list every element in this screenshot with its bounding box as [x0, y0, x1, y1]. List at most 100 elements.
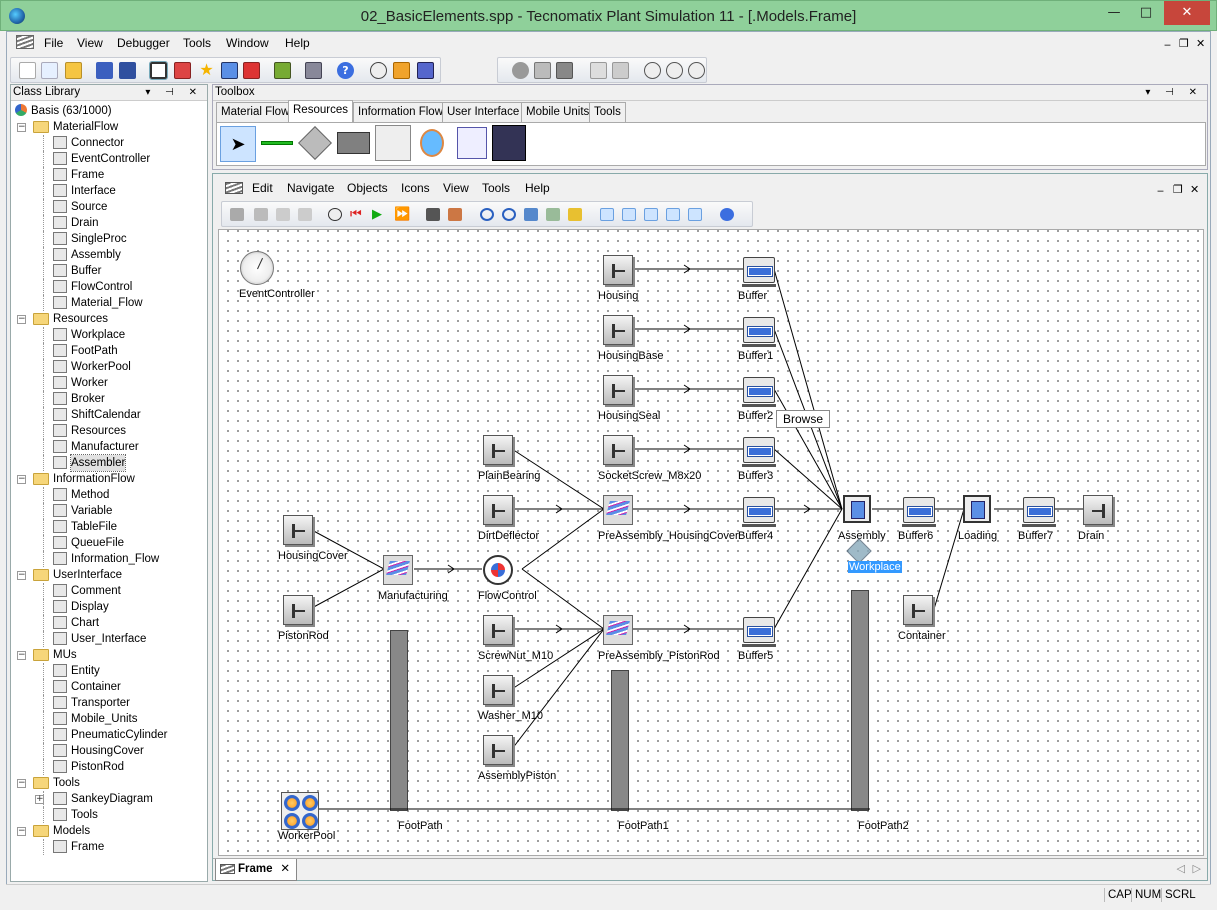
collapse-icon[interactable]: −	[17, 474, 26, 484]
tab-frame[interactable]: Frame ✕	[215, 859, 297, 881]
tree-item-workplace[interactable]: Workplace	[71, 327, 125, 343]
tree-item-resources[interactable]: Resources	[71, 423, 126, 439]
tree-item-sankeydiagram[interactable]: SankeyDiagram	[71, 791, 153, 807]
frame-minimize-button[interactable]: ‒	[1157, 184, 1164, 197]
stopwatch-icon[interactable]	[688, 62, 705, 79]
pencil-icon[interactable]	[568, 208, 582, 221]
footpath2[interactable]	[851, 590, 869, 811]
menu-debugger[interactable]: Debugger	[117, 36, 170, 50]
worker-tool-icon[interactable]	[420, 129, 444, 157]
tab-scroll-left-button[interactable]: ◁	[1176, 862, 1185, 875]
clean-icon[interactable]	[448, 208, 462, 221]
collapse-icon[interactable]: −	[17, 650, 26, 660]
tree-item-assembly[interactable]: Assembly	[71, 247, 121, 263]
buffer3-node[interactable]	[742, 437, 776, 467]
manufacturing-node[interactable]	[383, 555, 413, 585]
collapse-icon[interactable]: −	[17, 570, 26, 580]
workerpool-tool-icon[interactable]	[375, 125, 411, 161]
source-socketscrew[interactable]	[603, 435, 633, 465]
source-assemblypiston[interactable]	[483, 735, 513, 765]
time-icon[interactable]	[644, 62, 661, 79]
frame-menu-icon[interactable]	[225, 182, 243, 194]
shiftcalendar-tool-icon[interactable]	[492, 125, 526, 161]
tree-folder-mus[interactable]: MUs	[53, 647, 77, 663]
footpath1[interactable]	[611, 670, 629, 811]
new-icon[interactable]	[19, 62, 36, 79]
tab-scroll-right-button[interactable]: ▷	[1192, 862, 1201, 875]
tree-item-transporter[interactable]: Transporter	[71, 695, 130, 711]
tab-mobile-units[interactable]: Mobile Units	[521, 102, 595, 122]
tree-item-entity[interactable]: Entity	[71, 663, 100, 679]
source-screwnut[interactable]	[483, 615, 513, 645]
help-icon[interactable]	[720, 208, 734, 221]
library-icon[interactable]	[274, 62, 291, 79]
zoom-out-icon[interactable]	[502, 208, 516, 221]
buffer5-node[interactable]	[742, 617, 776, 647]
tree-item-tablefile[interactable]: TableFile	[71, 519, 117, 535]
tree-folder-userinterface[interactable]: UserInterface	[53, 567, 122, 583]
timer-icon[interactable]	[666, 62, 683, 79]
pointer-tool-icon[interactable]: ➤	[220, 126, 256, 162]
flowcontrol-node[interactable]	[483, 555, 513, 585]
tree-item-display[interactable]: Display	[71, 599, 109, 615]
collapse-icon[interactable]: −	[17, 826, 26, 836]
tree-item-pistonrod[interactable]: PistonRod	[71, 759, 124, 775]
tree-folder-materialflow[interactable]: MaterialFlow	[53, 119, 118, 135]
mdi-close-button[interactable]: ✕	[1196, 37, 1206, 50]
collapse-icon[interactable]: −	[17, 778, 26, 788]
source-plainbearing[interactable]	[483, 435, 513, 465]
tree-folder-tools[interactable]: Tools	[53, 775, 80, 791]
tree-item-mobile-units[interactable]: Mobile_Units	[71, 711, 137, 727]
new-library-icon[interactable]	[41, 62, 58, 79]
frame-menu-icons[interactable]: Icons	[401, 181, 430, 195]
tree-item-method[interactable]: Method	[71, 487, 109, 503]
tree-item-variable[interactable]: Variable	[71, 503, 112, 519]
workerpool-node[interactable]	[281, 792, 319, 830]
event-controller-icon[interactable]	[370, 62, 387, 79]
close-window-button[interactable]: ✕	[1164, 1, 1210, 25]
tree-item-container[interactable]: Container	[71, 679, 121, 695]
profile-icon[interactable]	[612, 62, 629, 79]
console-icon[interactable]	[221, 62, 238, 79]
source-housing[interactable]	[603, 255, 633, 285]
binoculars-icon[interactable]	[230, 208, 244, 221]
help-icon[interactable]: ?	[337, 62, 354, 79]
reset-icon[interactable]: ⏮	[350, 207, 362, 222]
panel-controls[interactable]: ▾ ⊣ ✕	[145, 87, 203, 98]
source-container[interactable]	[903, 595, 933, 625]
tree-item-broker[interactable]: Broker	[71, 391, 105, 407]
source-dirtdeflector[interactable]	[483, 495, 513, 525]
tree-item-source[interactable]: Source	[71, 199, 107, 215]
menu-file[interactable]: File	[44, 36, 64, 50]
workplace-tool-icon[interactable]	[298, 126, 332, 160]
tab-tools[interactable]: Tools	[589, 102, 626, 122]
broker-tool-icon[interactable]	[457, 127, 487, 159]
frame-menu-objects[interactable]: Objects	[347, 181, 388, 195]
tree-item-connector[interactable]: Connector	[71, 135, 124, 151]
loading-node[interactable]	[963, 495, 991, 523]
tree-item-chart[interactable]: Chart	[71, 615, 99, 631]
buffer6-node[interactable]	[902, 497, 936, 527]
3d-icon[interactable]	[174, 62, 191, 79]
buffer2-node[interactable]	[742, 377, 776, 407]
frame-close-button[interactable]: ✕	[1190, 183, 1200, 196]
screenshot-icon[interactable]	[546, 208, 560, 221]
frame-menu-tools[interactable]: Tools	[482, 181, 511, 195]
fast-forward-icon[interactable]: ⏩	[394, 207, 411, 222]
tree-folder-resources[interactable]: Resources	[53, 311, 108, 327]
source-housingcover[interactable]	[283, 515, 313, 545]
source-housingseal[interactable]	[603, 375, 633, 405]
mdi-restore-button[interactable]: ❐	[1179, 37, 1189, 50]
bug-icon[interactable]	[512, 62, 529, 79]
tree-item-drain[interactable]: Drain	[71, 215, 98, 231]
source-housingbase[interactable]	[603, 315, 633, 345]
tree-item-tools[interactable]: Tools	[71, 807, 98, 823]
footpath[interactable]	[390, 630, 408, 811]
model-canvas[interactable]	[218, 229, 1204, 856]
grid-icon[interactable]	[666, 208, 680, 221]
assembly-node[interactable]	[843, 495, 871, 523]
tab-resources[interactable]: Resources	[288, 100, 353, 123]
tree-item-worker[interactable]: Worker	[71, 375, 108, 391]
frame-menu-edit[interactable]: Edit	[252, 181, 273, 195]
connector-tool-icon[interactable]	[261, 141, 293, 145]
